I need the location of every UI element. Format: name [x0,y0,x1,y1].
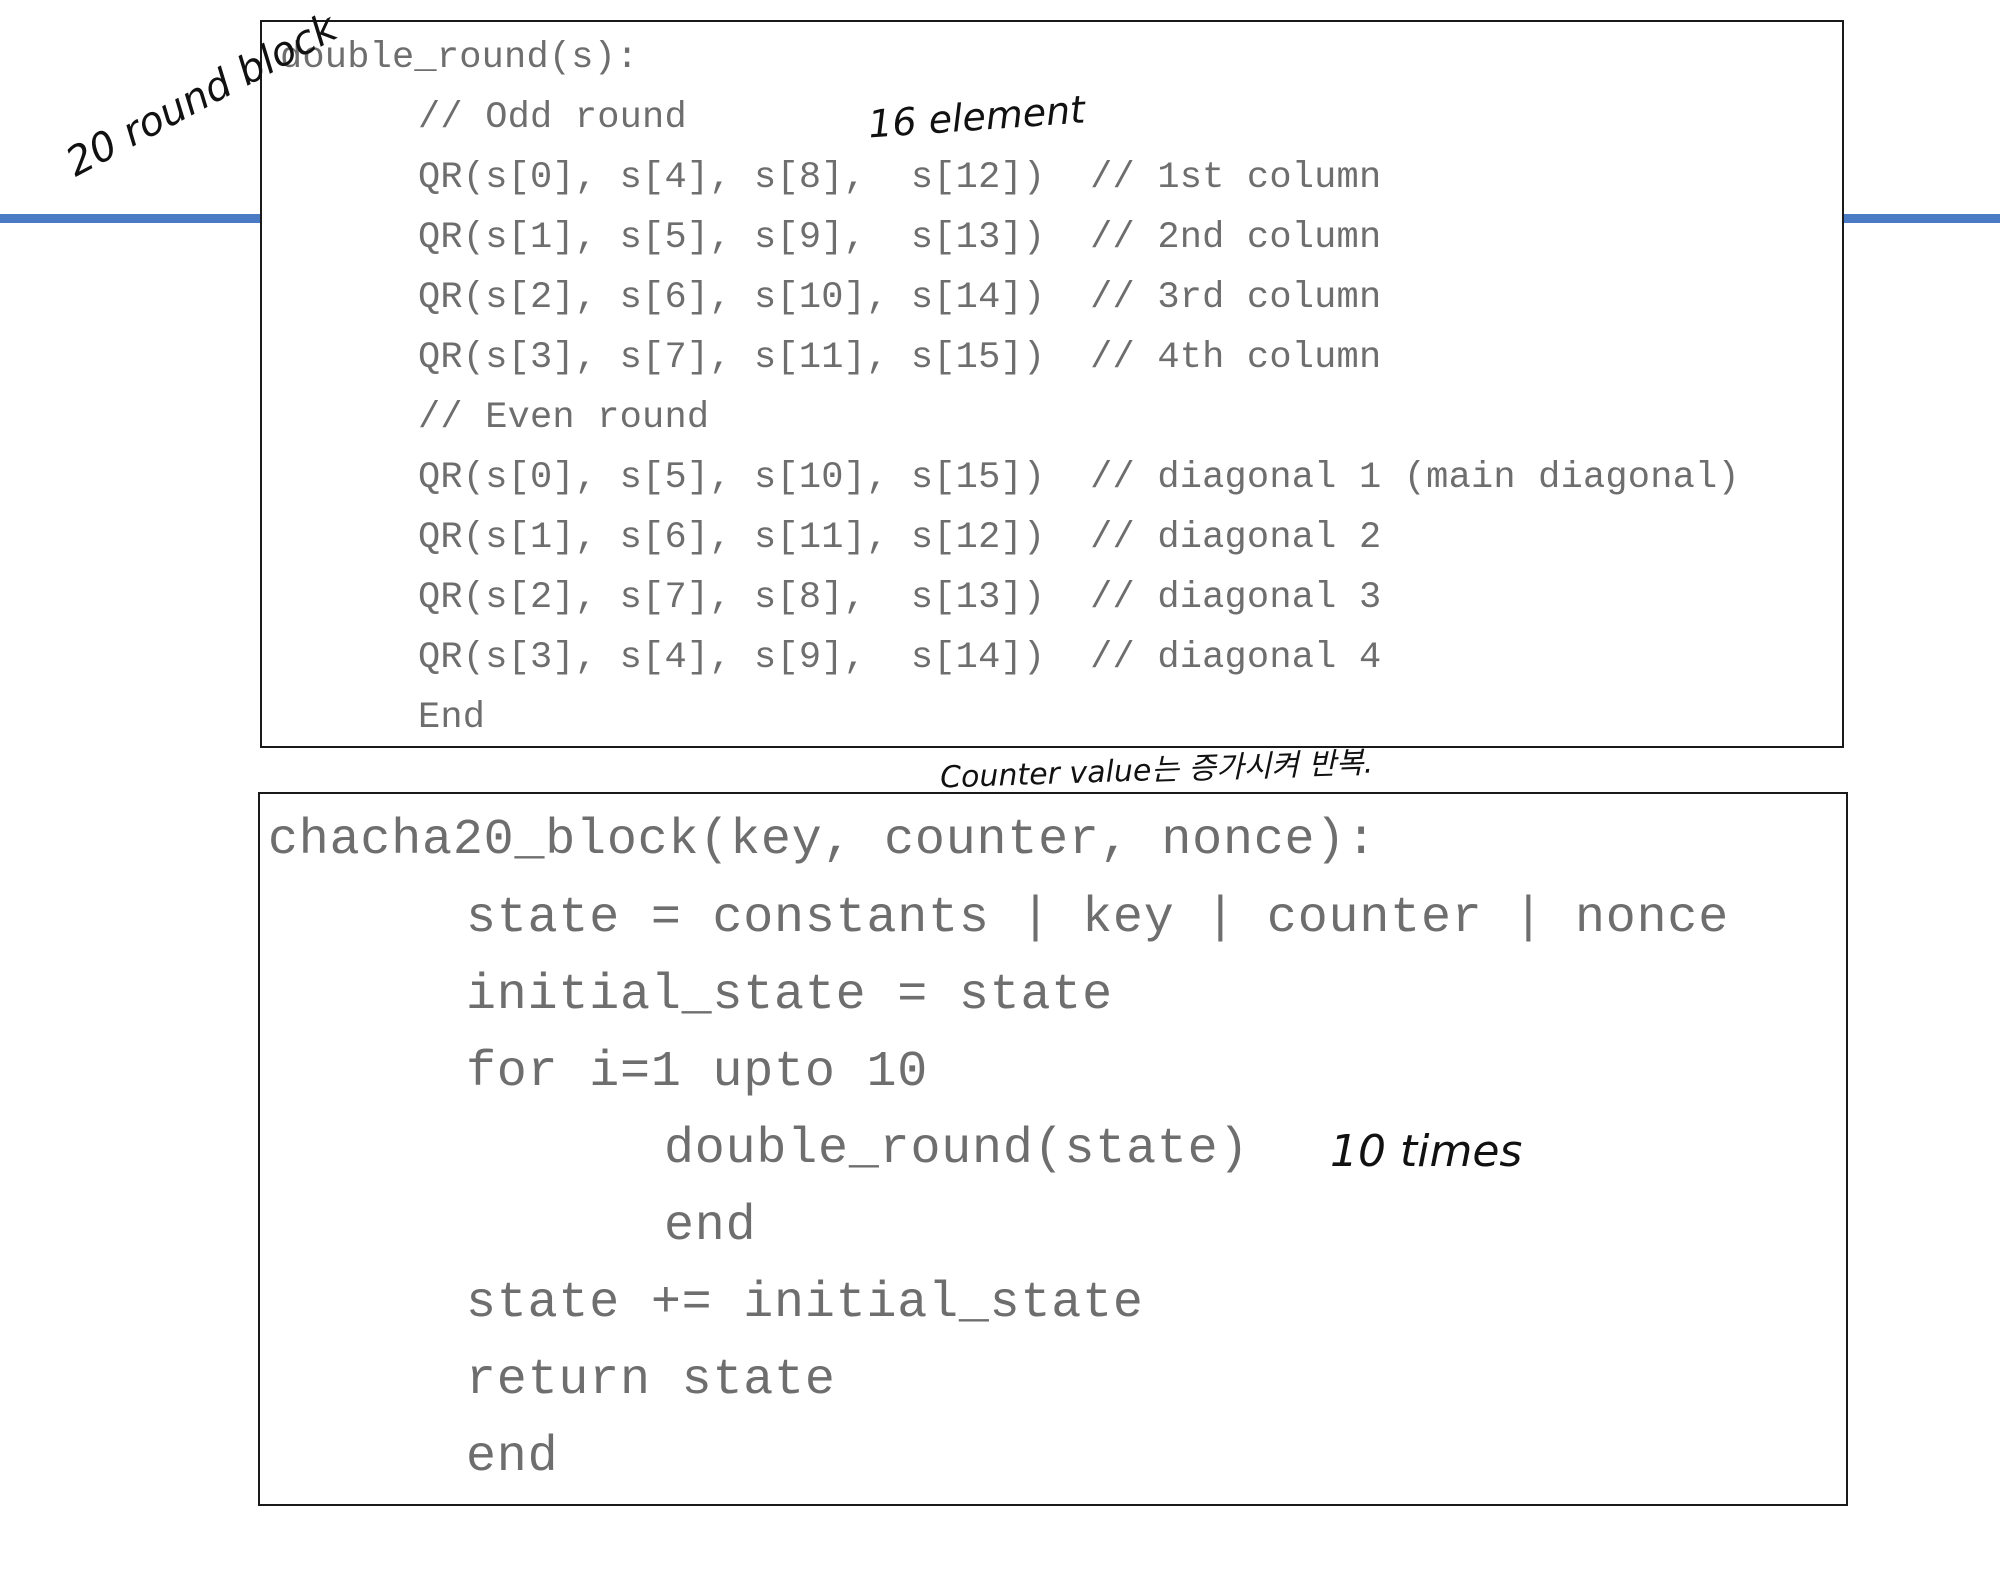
code-line: QR(s[0], s[4], s[8], s[12]) // 1st colum… [418,157,1382,199]
code-line: chacha20_block(key, counter, nonce): [268,812,1377,869]
code-line: // Even round [418,397,710,439]
double-round-code-box: double_round(s): // Odd round QR(s[0], s… [260,20,1844,748]
code-line: return state [466,1352,836,1409]
code-line: initial_state = state [466,967,1113,1024]
code-line: state = constants | key | counter | nonc… [466,890,1729,947]
code-line: QR(s[2], s[7], s[8], s[13]) // diagonal … [418,577,1382,619]
divider-line-left [0,214,262,223]
code-line: QR(s[1], s[6], s[11], s[12]) // diagonal… [418,517,1382,559]
code-line: QR(s[1], s[5], s[9], s[13]) // 2nd colum… [418,217,1382,259]
code-line: End [418,697,486,739]
code-line: end [466,1429,559,1486]
code-line: end [664,1198,757,1255]
code-line: // Odd round [418,97,687,139]
chacha20-block-code-box: chacha20_block(key, counter, nonce): sta… [258,792,1848,1506]
divider-line-right [1842,214,2000,223]
code-line: double_round(s): [280,37,639,79]
code-line: for i=1 upto 10 [466,1044,929,1101]
code-line: QR(s[3], s[7], s[11], s[15]) // 4th colu… [418,337,1382,379]
code-line: QR(s[0], s[5], s[10], s[15]) // diagonal… [418,457,1740,499]
handwritten-note-times: 10 times [1330,1126,1523,1177]
code-line: state += initial_state [466,1275,1144,1332]
code-line: double_round(state) [664,1121,1250,1178]
code-line: QR(s[3], s[4], s[9], s[14]) // diagonal … [418,637,1382,679]
code-line: QR(s[2], s[6], s[10], s[14]) // 3rd colu… [418,277,1382,319]
handwritten-note-counter: Counter value는 증가시켜 반복. [939,745,1374,796]
